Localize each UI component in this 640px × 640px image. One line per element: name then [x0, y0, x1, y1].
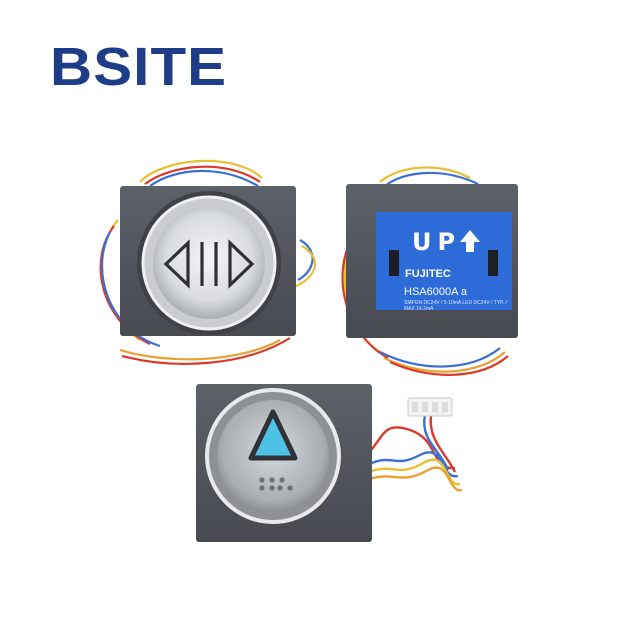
connector-plug	[407, 397, 453, 417]
door-open-close-icon	[163, 239, 255, 289]
button-cap	[153, 207, 265, 319]
wire-bundle	[99, 159, 317, 365]
up-call-button-assembly	[196, 384, 463, 542]
up-label: UP	[412, 228, 462, 256]
wire-harness	[359, 414, 463, 492]
spec-fine-print: SMFGN DC24V / 5-10mA LED DC24V / TYP. / …	[404, 300, 507, 312]
lamp-right	[488, 250, 498, 276]
maker-label: FUJITEC	[405, 268, 451, 280]
door-button-assembly	[99, 159, 317, 365]
braille-dots	[259, 477, 293, 491]
up-arrow-icon	[460, 230, 480, 252]
lamp-left	[389, 250, 399, 276]
brand-logo: BSITE	[50, 37, 228, 97]
model-label: HSA6000A a	[404, 286, 467, 298]
up-indicator-assembly	[341, 166, 518, 376]
up-triangle-icon	[248, 409, 298, 461]
